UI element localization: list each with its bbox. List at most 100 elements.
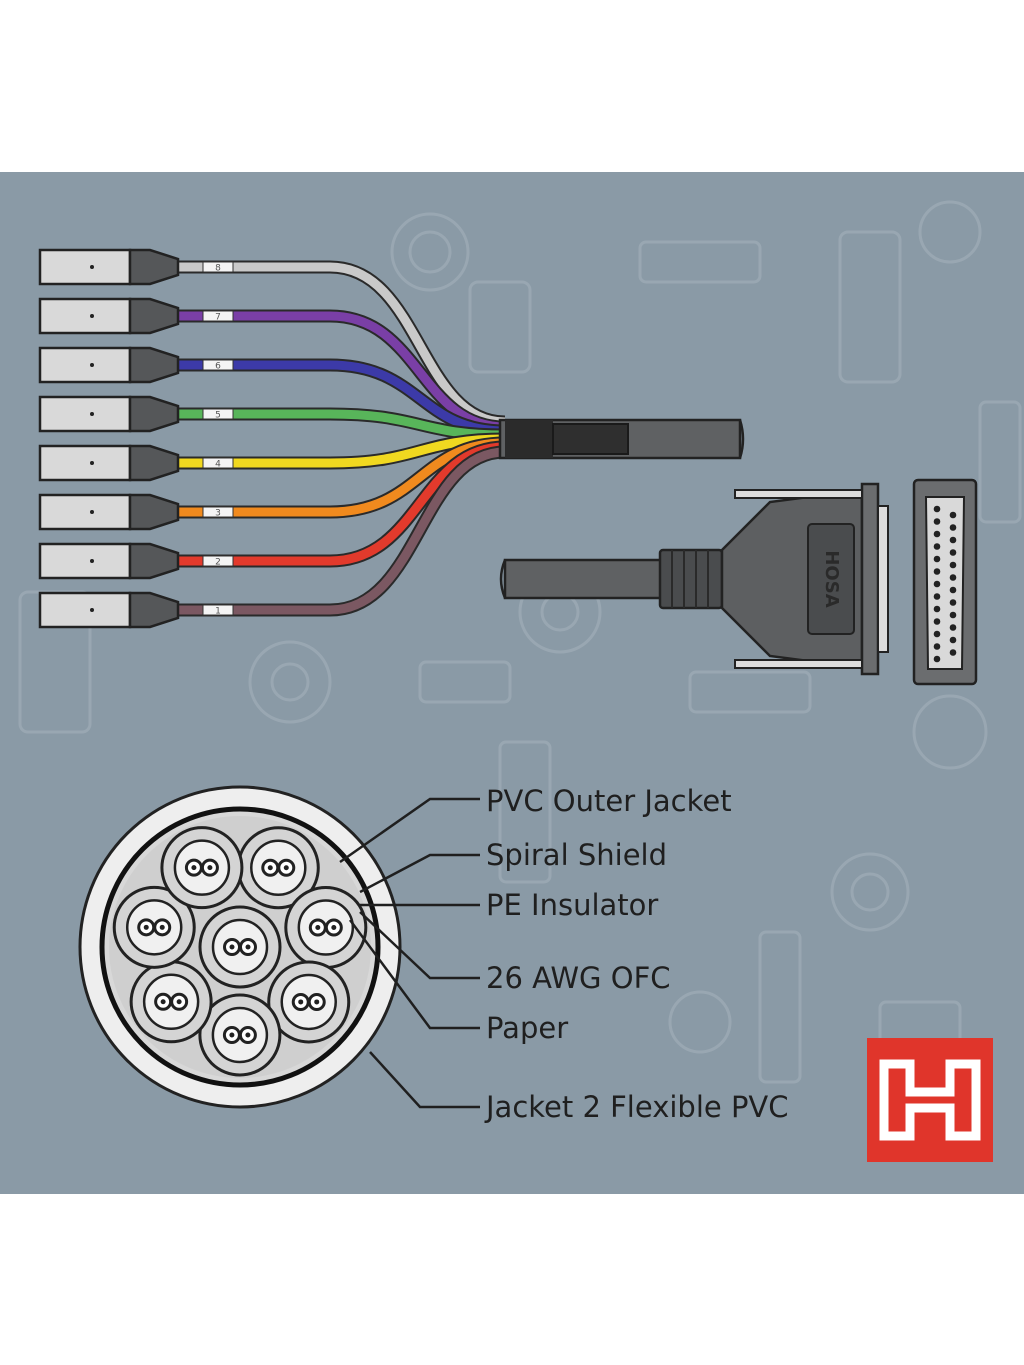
wire-1 <box>175 447 506 615</box>
ofc-conductor <box>314 999 320 1005</box>
xlr-boot <box>128 591 180 629</box>
callout-paper: Paper <box>486 1011 568 1045</box>
db25-pin <box>949 511 957 519</box>
heat-shrink <box>552 423 629 455</box>
callout-line-awg <box>359 911 480 980</box>
wire-number-label: 1 <box>215 607 221 617</box>
ofc-conductor <box>229 1032 235 1038</box>
ofc-conductor <box>298 999 304 1005</box>
twisted-pairs <box>112 826 368 1077</box>
cable-cross-section <box>78 785 402 1109</box>
callout-line-jacket2 <box>369 1051 480 1109</box>
xlr-latch-dot <box>90 265 94 269</box>
db25-pin <box>933 580 941 588</box>
xlr-connector-icon <box>38 248 180 286</box>
db25-cable-cut-end <box>499 559 507 599</box>
xlr-boot <box>128 542 180 580</box>
twisted-pair <box>198 993 282 1077</box>
ofc-conductor <box>267 865 273 871</box>
db25-pin <box>933 543 941 550</box>
db25-pin <box>933 530 941 538</box>
db25-brand-label: HOSA <box>821 550 842 607</box>
callout-lines <box>339 797 480 1109</box>
db25-pin <box>933 605 941 613</box>
db25-face <box>912 478 978 686</box>
xlr-latch-dot <box>90 412 94 416</box>
db25-pin <box>949 561 957 569</box>
callout-26-awg-ofc: 26 AWG OFC <box>486 961 671 995</box>
wire-number-label: 5 <box>215 411 221 421</box>
xlr-connector-icon <box>38 346 180 384</box>
xlr-connector-icon <box>38 591 180 629</box>
wire-number-label: 4 <box>215 460 221 470</box>
strain-relief-ribs <box>671 550 709 608</box>
db25-pin <box>933 593 941 600</box>
db25-pin <box>933 630 941 638</box>
cable-cut-end <box>738 419 745 459</box>
callout-line-pvc-outer <box>339 797 480 864</box>
callout-jacket-2-flexible-pvc: Jacket 2 Flexible PVC <box>484 1090 789 1124</box>
wire-label-band <box>202 457 234 469</box>
db25-pin <box>949 624 957 631</box>
wire-label-band <box>202 408 234 420</box>
xlr-boot <box>128 248 180 286</box>
wire-number-label: 7 <box>215 313 221 323</box>
xlr-connector-icon <box>38 395 180 433</box>
ofc-conductor <box>176 999 182 1005</box>
background-pattern <box>18 200 1022 1084</box>
ofc-conductor <box>143 924 149 930</box>
db25-pin <box>933 655 941 663</box>
xlr-latch-dot <box>90 608 94 612</box>
ofc-conductor <box>159 924 165 930</box>
wire-label-band <box>202 310 234 322</box>
db25-brand-plate <box>807 523 855 635</box>
db25-flange <box>860 482 880 676</box>
db25-pin <box>933 618 941 625</box>
callout-line-spiral-shield <box>359 853 480 894</box>
xlr-latch-dot <box>90 461 94 465</box>
xlr-boot <box>128 297 180 335</box>
wire-label-band <box>202 261 234 273</box>
db25-cable-body <box>503 558 667 600</box>
db25-pin <box>949 649 957 656</box>
twisted-pair <box>267 960 351 1044</box>
xlr-latch-dot <box>90 363 94 367</box>
callout-spiral-shield: Spiral Shield <box>486 838 667 872</box>
ofc-conductor <box>229 944 235 950</box>
xlr-body <box>38 346 132 384</box>
db25-screw-top <box>734 489 863 499</box>
xlr-body <box>38 248 132 286</box>
xlr-latch-dot <box>90 559 94 563</box>
twisted-pair <box>129 960 213 1044</box>
xlr-connector-icon <box>38 493 180 531</box>
wire-label-band <box>202 359 234 371</box>
xlr-body <box>38 493 132 531</box>
db25-pin <box>933 518 941 525</box>
xlr-boot <box>128 493 180 531</box>
twisted-pair <box>198 905 282 989</box>
db25-pin <box>933 568 941 575</box>
ofc-conductor <box>160 999 166 1005</box>
db25-pin <box>949 599 957 606</box>
db25-pin <box>949 524 957 531</box>
xlr-body <box>38 395 132 433</box>
xlr-body <box>38 591 132 629</box>
twisted-pair <box>112 885 196 969</box>
db25-pin <box>949 636 957 644</box>
xlr-connector-icon <box>38 444 180 482</box>
db25-connector-icon: HOSA <box>499 482 889 676</box>
twisted-pair <box>284 886 368 970</box>
db25-pin <box>933 505 941 513</box>
breakout-boot <box>505 420 553 458</box>
xlr-connectors-group <box>38 248 180 629</box>
ofc-conductor <box>245 1032 251 1038</box>
wire-number-label: 2 <box>215 558 221 568</box>
xlr-connector-icon <box>38 542 180 580</box>
db25-pin <box>949 536 957 544</box>
ofc-conductor <box>331 925 337 931</box>
db25-shell <box>877 505 889 653</box>
ofc-conductor <box>283 865 289 871</box>
xlr-connector-icon <box>38 297 180 335</box>
xlr-body <box>38 542 132 580</box>
